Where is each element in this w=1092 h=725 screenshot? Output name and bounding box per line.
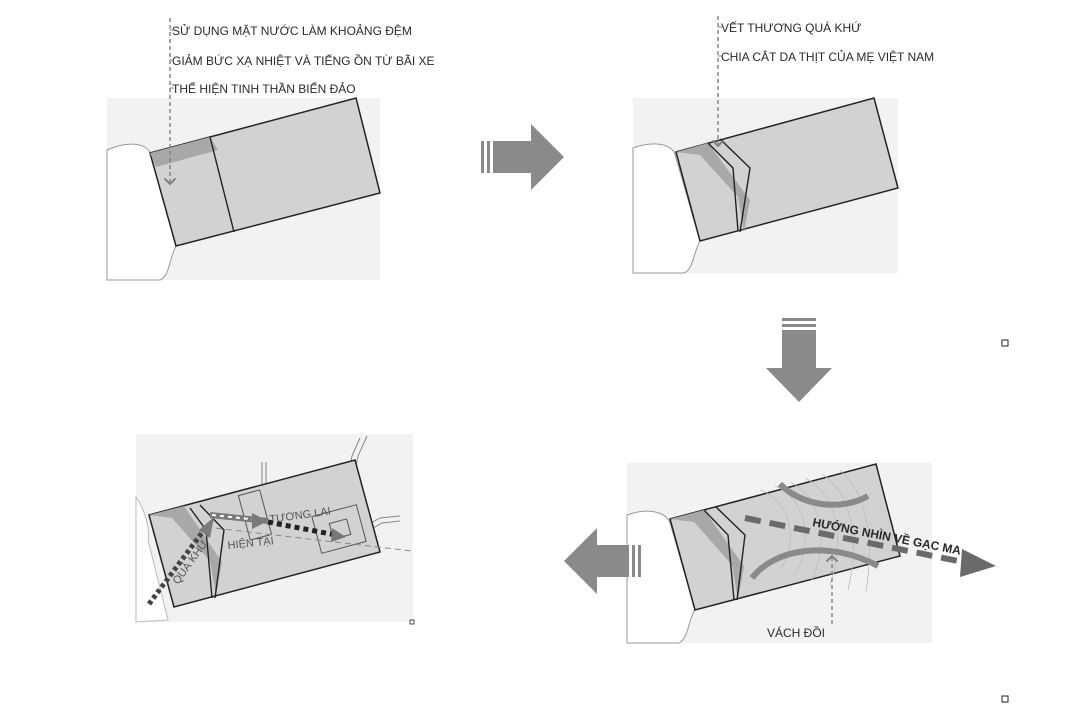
panel-3-cliff-label: VÁCH ĐỒI [767,625,825,640]
panel-2-site-block [675,97,899,242]
panel-2-wound-past: VẾT THƯƠNG QUÁ KHỨ CHIA CẮT DA THỊT CỦA … [632,16,934,274]
panel-2-note-2: CHIA CẮT DA THỊT CỦA MẸ VIỆT NAM [721,49,934,64]
panel-1-division-line [209,136,235,233]
panel-4-future-path [267,519,337,538]
panel-3-curve-upper [777,481,870,508]
marker-square-3 [409,619,415,625]
panel-4-axis-line [205,526,413,552]
flow-arrow-down [766,318,832,402]
panel-2-note-1: VẾT THƯƠNG QUÁ KHỨ [721,20,861,35]
panel-3-view-arrowhead [960,549,996,577]
panel-3-crack-line-1 [703,509,735,601]
panel-3-curve-lower [749,547,880,580]
marker-square-2 [1001,695,1009,703]
panel-3-crack-line-2 [715,506,746,601]
panel-4-present-label: HIỆN TẠI [227,534,274,552]
panel-1-water-strip [150,137,218,167]
panel-4-past-present-future: QUÁ KHỨ HIỆN TẠI TƯƠNG LAI [135,434,413,623]
panel-4-building-future [311,504,367,554]
panel-1-site-block [149,97,381,247]
panel-3-view-axis [744,515,969,566]
panel-4-present-arrowhead [252,513,268,529]
panel-2-crack-line-2 [719,138,751,233]
panel-3-site-block [669,463,901,611]
panel-1-note-3: THỂ HIỆN TINH THẦN BIỂN ĐẢO [172,81,356,96]
panel-4-past-arrowhead [199,517,214,538]
panel-4-future-arrowhead [331,528,346,542]
panel-3-view-gac-ma: HƯỚNG NHÌN VỀ GẠC MA VÁCH ĐỒI [626,463,996,644]
panel-1-water-buffer: SỬ DỤNG MẶT NƯỚC LÀM KHOẢNG ĐỆM GIẢM BỨC… [106,18,435,281]
flow-arrow-left [564,528,641,594]
marker-square-1 [1001,339,1009,347]
panel-2-crack-line-1 [707,142,739,232]
panel-4-site-block [148,459,381,608]
panel-4-present-band-dash [211,514,269,522]
panel-1-note-2: GIẢM BỨC XẠ NHIỆT VÀ TIẾNG ỒN TỪ BÃI XE [172,53,435,68]
panel-4-past-path [146,524,210,606]
flow-arrow-right [481,124,564,190]
panel-1-note-1: SỬ DỤNG MẶT NƯỚC LÀM KHOẢNG ĐỆM [172,23,412,38]
panel-4-crack-line-2 [199,504,225,599]
